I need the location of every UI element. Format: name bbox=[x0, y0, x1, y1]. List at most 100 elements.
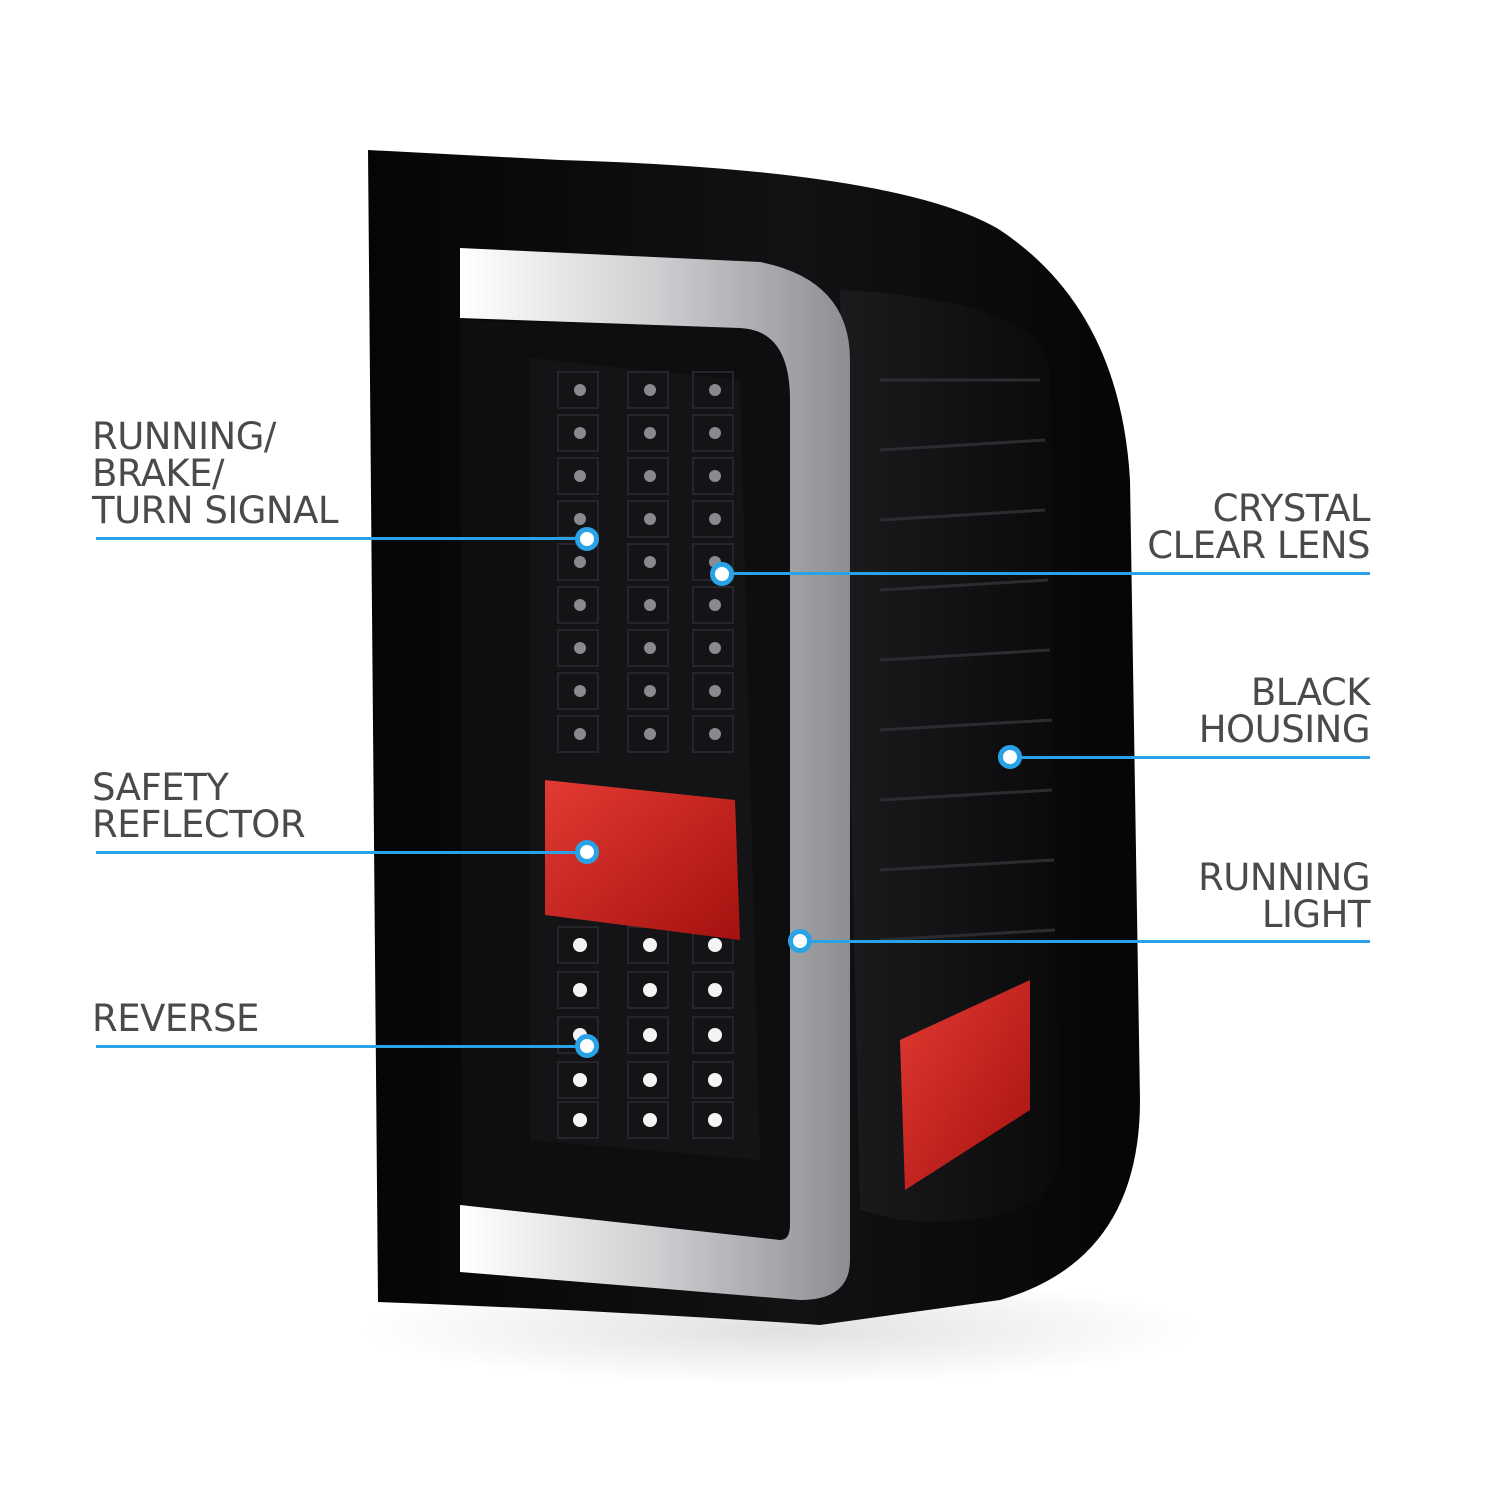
label-line: REFLECTOR bbox=[92, 803, 306, 846]
led-dot bbox=[644, 556, 656, 568]
leader-black-housing bbox=[1010, 756, 1370, 759]
marker-dot-safety-reflector bbox=[575, 840, 599, 864]
led-cell bbox=[627, 971, 669, 1009]
label-line: BLACK bbox=[1250, 671, 1371, 714]
label-black-housing: BLACK HOUSING bbox=[1198, 671, 1371, 751]
led-cell bbox=[692, 1101, 734, 1139]
led-dot bbox=[643, 983, 657, 997]
led-cell bbox=[557, 457, 599, 495]
led-cell bbox=[627, 715, 669, 753]
label-line: CLEAR LENS bbox=[1147, 524, 1370, 567]
leader-safety-reflector bbox=[96, 851, 586, 854]
led-cell bbox=[557, 926, 599, 964]
led-dot bbox=[644, 470, 656, 482]
led-dot bbox=[708, 983, 722, 997]
led-dot bbox=[644, 513, 656, 525]
led-dot bbox=[709, 728, 721, 740]
led-cell bbox=[627, 371, 669, 409]
led-dot bbox=[574, 384, 586, 396]
led-cell bbox=[557, 971, 599, 1009]
led-cell bbox=[692, 457, 734, 495]
marker-dot-black-housing bbox=[998, 745, 1022, 769]
led-cell bbox=[627, 1101, 669, 1139]
led-cell bbox=[692, 414, 734, 452]
led-dot bbox=[643, 1028, 657, 1042]
led-cell bbox=[557, 1101, 599, 1139]
led-cell bbox=[692, 371, 734, 409]
center-reflector bbox=[545, 780, 740, 940]
led-cell bbox=[627, 543, 669, 581]
label-line: RUNNING/ bbox=[92, 415, 276, 458]
label-line: REVERSE bbox=[92, 997, 259, 1040]
label-line: RUNNING bbox=[1198, 856, 1370, 899]
led-panel bbox=[530, 358, 760, 1160]
led-dot bbox=[574, 470, 586, 482]
leader-reverse bbox=[96, 1045, 586, 1048]
label-safety-reflector: SAFETY REFLECTOR bbox=[92, 766, 306, 846]
label-line: BRAKE/ bbox=[92, 452, 225, 495]
led-dot bbox=[709, 685, 721, 697]
side-marker bbox=[900, 980, 1030, 1190]
led-dot bbox=[709, 470, 721, 482]
led-dot bbox=[709, 599, 721, 611]
led-cell bbox=[692, 500, 734, 538]
led-dot bbox=[574, 556, 586, 568]
led-cell bbox=[692, 672, 734, 710]
side-panel bbox=[840, 290, 1060, 1222]
led-cell bbox=[557, 1061, 599, 1099]
led-cell bbox=[692, 1016, 734, 1054]
led-dot bbox=[644, 427, 656, 439]
led-cell bbox=[627, 457, 669, 495]
led-dot bbox=[708, 1113, 722, 1127]
label-line: HOUSING bbox=[1198, 708, 1371, 751]
led-cell bbox=[627, 629, 669, 667]
led-cell bbox=[557, 371, 599, 409]
led-cell bbox=[557, 672, 599, 710]
marker-dot-running-light bbox=[788, 929, 812, 953]
marker-dot-running-brake-turn bbox=[575, 527, 599, 551]
led-cell bbox=[627, 414, 669, 452]
led-dot bbox=[644, 685, 656, 697]
light-bar bbox=[460, 248, 850, 1300]
led-dot bbox=[574, 599, 586, 611]
marker-dot-crystal-clear-lens bbox=[710, 562, 734, 586]
led-dot bbox=[574, 728, 586, 740]
led-dot bbox=[574, 685, 586, 697]
led-cell bbox=[692, 971, 734, 1009]
led-dot bbox=[573, 983, 587, 997]
label-crystal-clear-lens: CRYSTAL CLEAR LENS bbox=[1147, 490, 1370, 564]
leader-running-light bbox=[800, 940, 1370, 943]
label-line: SAFETY bbox=[92, 766, 229, 809]
led-cell bbox=[627, 1061, 669, 1099]
led-dot bbox=[574, 642, 586, 654]
marker-dot-reverse bbox=[575, 1034, 599, 1058]
led-dot bbox=[574, 513, 586, 525]
led-dot bbox=[709, 642, 721, 654]
led-cell bbox=[627, 672, 669, 710]
led-cell bbox=[627, 1016, 669, 1054]
led-dot bbox=[709, 513, 721, 525]
led-dot bbox=[644, 642, 656, 654]
led-dot bbox=[709, 427, 721, 439]
label-running-light: RUNNING LIGHT bbox=[1198, 859, 1370, 933]
led-dot bbox=[573, 938, 587, 952]
led-cell bbox=[692, 715, 734, 753]
led-cell bbox=[557, 629, 599, 667]
led-dot bbox=[708, 1073, 722, 1087]
led-dot bbox=[644, 384, 656, 396]
side-fins bbox=[879, 378, 1056, 942]
label-reverse: REVERSE bbox=[92, 1000, 259, 1037]
label-line: CRYSTAL bbox=[1212, 487, 1371, 530]
led-cell bbox=[692, 629, 734, 667]
led-dot bbox=[708, 1028, 722, 1042]
led-dot bbox=[643, 1073, 657, 1087]
led-dot bbox=[709, 384, 721, 396]
label-line: LIGHT bbox=[1261, 893, 1371, 936]
led-dot bbox=[643, 1113, 657, 1127]
led-cell bbox=[692, 1061, 734, 1099]
led-dot bbox=[708, 938, 722, 952]
led-dot bbox=[643, 938, 657, 952]
led-cell bbox=[692, 586, 734, 624]
led-dot bbox=[644, 599, 656, 611]
